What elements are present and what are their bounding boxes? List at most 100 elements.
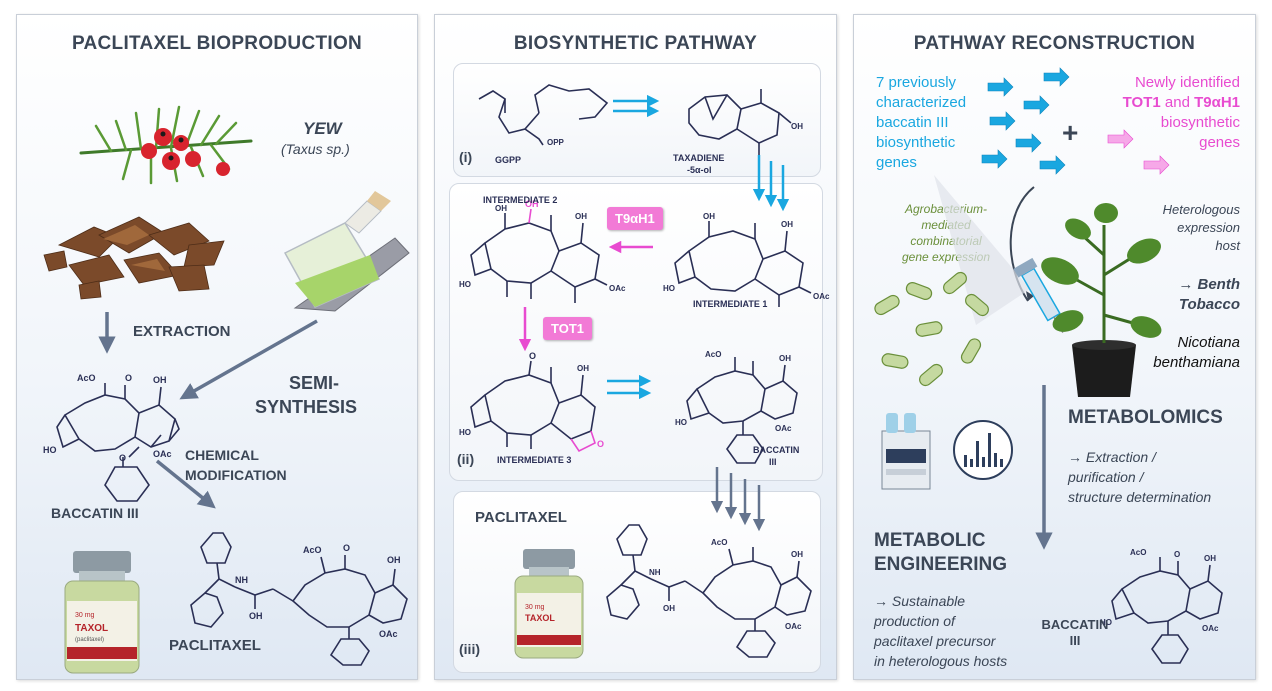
sustainable-line-1: → Sustainable (874, 593, 966, 609)
new-genes-line-4: genes (1199, 134, 1240, 151)
bacterium-icon (965, 293, 989, 317)
panel-title: PACLITAXEL BIOPRODUCTION (71, 33, 363, 54)
step-ii-box (449, 183, 823, 481)
taxol-vial-image: TAXOL 30 mg (514, 549, 584, 659)
bark-chips-image (43, 216, 225, 300)
oh-label-2: OH (387, 555, 401, 565)
oh-label: OH (249, 611, 263, 621)
paclitaxel-label: PACLITAXEL (475, 509, 567, 526)
bacterium-icon (943, 271, 967, 295)
metabolomics-text: → Extraction / purification / structure … (1068, 447, 1211, 507)
oh-label: OH (1204, 554, 1216, 563)
known-genes-line-1: 7 previously (876, 74, 957, 91)
taxadiene-structure: OH (688, 89, 803, 155)
oac-label: OAc (813, 292, 830, 301)
oxetane-o-label: O (597, 439, 604, 449)
taxol-vial-image: TAXOL 30 mg (paclitaxel) (64, 551, 140, 674)
sustainable-line-4: in heterologous hosts (874, 653, 1008, 669)
panel-title: BIOSYNTHETIC PATHWAY (513, 33, 758, 54)
yew-branch-image (79, 105, 253, 185)
bacterium-icon (960, 338, 982, 364)
ggpp-label: GGPP (495, 155, 522, 165)
gene-arrow-icons (981, 67, 1170, 302)
known-genes-line-3: baccatin III (876, 114, 949, 131)
opp-label: OPP (547, 138, 565, 147)
baccatin-label: BACCATIN III (1040, 617, 1110, 649)
taxadiene-label-1: TAXADIENE (673, 153, 725, 163)
oh-label: OH (779, 354, 791, 363)
metabolomics-arrow (1035, 385, 1053, 550)
oac-label: OAc (379, 629, 398, 639)
ho-label: HO (663, 284, 675, 293)
oxo-label: O (529, 351, 536, 361)
oh-label: OH (703, 212, 715, 221)
metabolomics-heading: METABOLOMICS (1068, 407, 1223, 428)
synthesis-label: SYNTHESIS (255, 397, 358, 417)
flow-arrows (98, 312, 318, 509)
paclitaxel-structure: NH OH AcO O OH OAc (190, 532, 408, 666)
known-genes-line-5: genes (876, 154, 917, 171)
baccatin-iii-structure: AcO O OH OAc HO (1100, 548, 1223, 664)
step-ii-label: (ii) (457, 451, 475, 467)
sustainable-line-2: production of (874, 613, 955, 629)
nh-label: NH (235, 575, 248, 585)
intermediate-1-structure: OH OH OAc HO (663, 212, 830, 307)
panel-bioproduction: PACLITAXEL BIOPRODUCTION YEW (Taxus sp.) (16, 14, 418, 680)
intermediate-2-structure: OH OH OH OAc HO (459, 199, 626, 303)
benth-line-1: → Benth (1178, 276, 1240, 293)
bacterium-icon (874, 294, 900, 316)
host-text: Heterologous expression host (1124, 201, 1240, 255)
step-i-label: (i) (459, 149, 473, 165)
baccatin-line-1: BACCATIN (1041, 617, 1109, 632)
oxo-label: O (125, 373, 132, 383)
ho-label: HO (1100, 618, 1112, 627)
new-genes-text: Newly identified TOT1 and T9αH1 biosynth… (1092, 73, 1240, 153)
taxadiene-label-2: -5α-ol (687, 165, 712, 175)
yew-label: YEW (303, 119, 342, 138)
baccatin-line-2: III (1069, 633, 1081, 648)
panel-biosynthetic-pathway: BIOSYNTHETIC PATHWAY OPP GGPP (i) OH TAX… (434, 14, 837, 680)
baccatin-iii-structure: AcO O OH HO OAc O (43, 373, 180, 502)
oh-label: OH (791, 122, 803, 131)
oxo-label: O (343, 543, 350, 553)
host-line-1: Heterologous (1162, 202, 1240, 217)
chemical-label: CHEMICAL (185, 447, 259, 463)
engineering-line-1: METABOLIC (874, 530, 986, 551)
bacterium-icon (915, 321, 943, 337)
host-line-3: host (1215, 238, 1240, 253)
nh-label: NH (649, 568, 661, 577)
paclitaxel-structure: NH OH AcO OH OAc (606, 524, 812, 658)
sustainable-line-3: paclitaxel precursor (874, 633, 996, 649)
vial-dose: 30 mg (75, 612, 95, 619)
benth-text: → Benth Tobacco (1154, 275, 1240, 315)
ho-label: HO (459, 280, 471, 289)
sustainable-text: → Sustainable production of paclitaxel p… (874, 591, 1007, 671)
step-iii-label: (iii) (459, 641, 480, 657)
semi-label: SEMI- (289, 373, 340, 393)
oh-label: OH (153, 375, 167, 385)
ester-o-label: O (119, 453, 126, 463)
intermediate-3-label: INTERMEDIATE 3 (497, 455, 572, 465)
ho-label: HO (43, 445, 57, 455)
engineering-line-2: ENGINEERING (874, 554, 1008, 575)
t9ah1-gene: T9αH1 (1194, 94, 1240, 111)
panel-title: PATHWAY RECONSTRUCTION (913, 33, 1196, 54)
aco-label: AcO (705, 350, 721, 359)
pathway-arrows (518, 94, 790, 532)
ho-label: HO (675, 418, 687, 427)
lcms-instrument-icon (881, 413, 931, 490)
host-line-2: expression (1177, 220, 1240, 235)
bacterium-icon (905, 282, 933, 300)
vial-dose: 30 mg (525, 604, 545, 611)
known-genes-line-4: biosynthetic (876, 134, 956, 151)
oac-label: OAc (1202, 624, 1219, 633)
aco-label: AcO (1130, 548, 1146, 557)
metabolomics-line-2: purification / (1068, 469, 1144, 485)
vial-generic: (paclitaxel) (75, 637, 104, 643)
oac-label: OAc (785, 622, 802, 631)
new-genes-line-2: TOT1 and T9αH1 (1092, 93, 1240, 113)
aco-label: AcO (303, 545, 322, 555)
and-text: and (1160, 94, 1195, 111)
cell-culture-flask-image (283, 191, 410, 312)
bacterium-icon (919, 363, 943, 387)
